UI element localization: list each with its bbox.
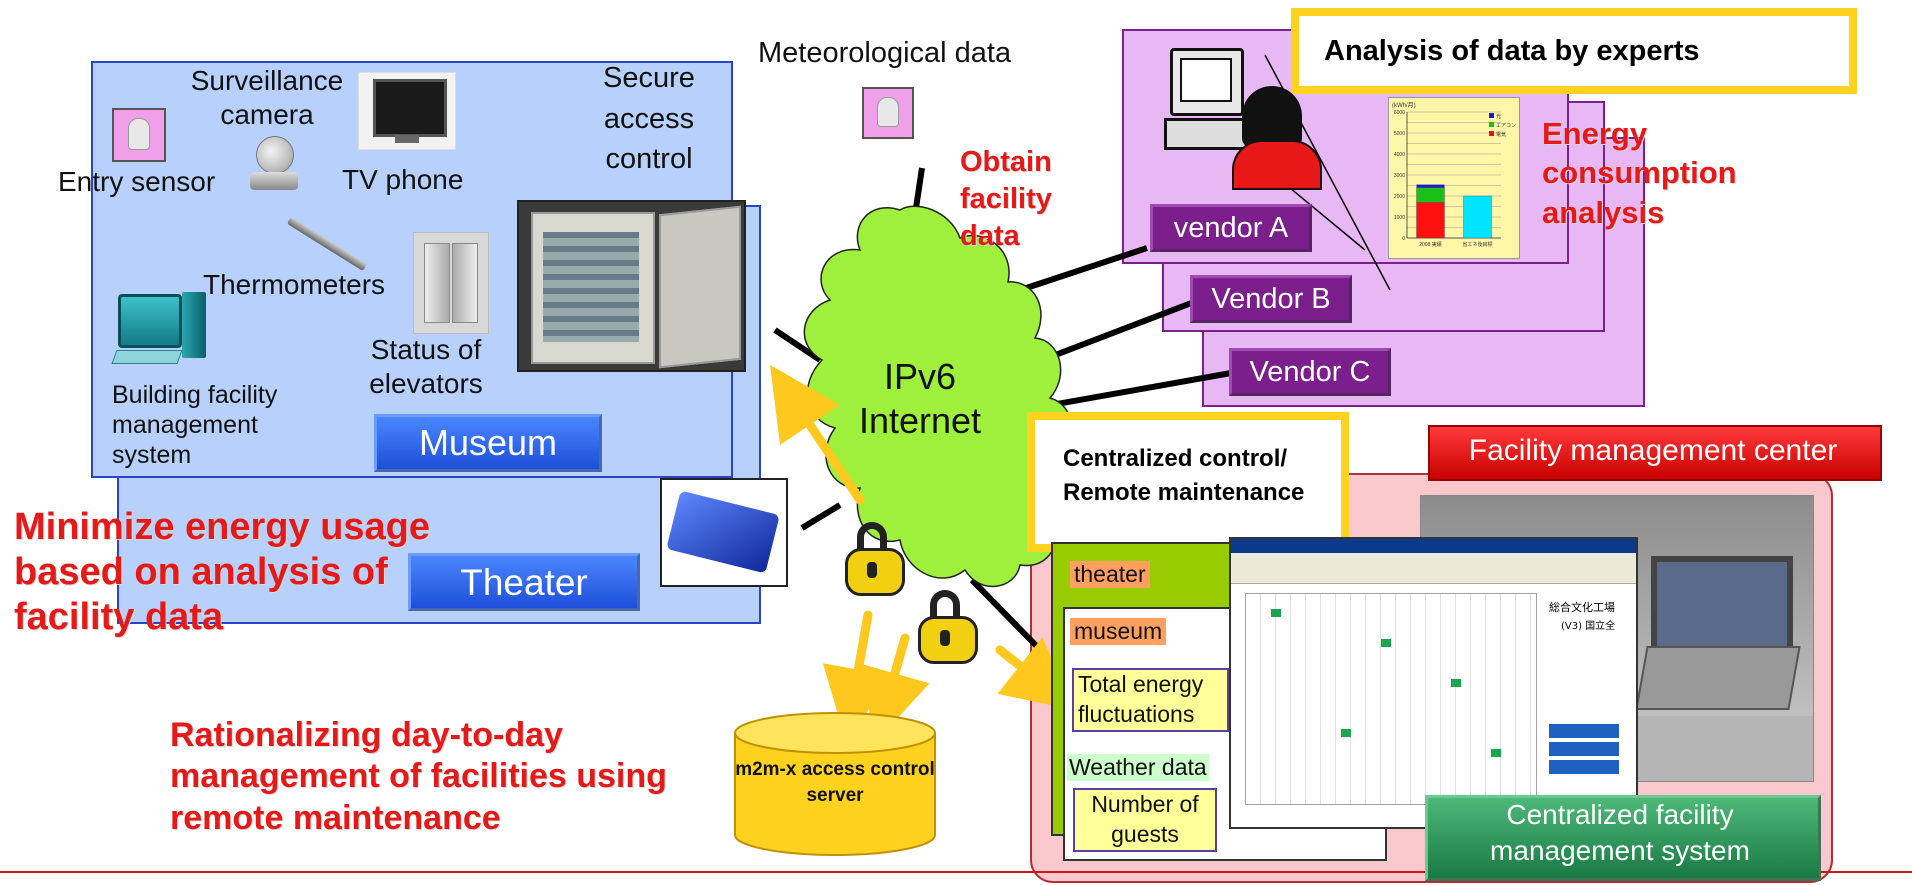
- total-energy-tag: Total energy fluctuations: [1072, 668, 1229, 732]
- meteorological-data-label: Meteorological data: [758, 37, 1012, 69]
- internet-cloud: [803, 205, 1073, 587]
- router-device-image: [660, 478, 788, 587]
- entry-sensor-label: Entry sensor: [58, 166, 216, 197]
- weather-data-tag: Weather data: [1067, 754, 1209, 781]
- legend-swatch: [1489, 113, 1494, 118]
- y-tick-label: 3000: [1394, 173, 1405, 179]
- energy-bar-chart: (kWh/月) 0 1000 2000 3000 4000 5000 6000 2008 実績 省…: [1392, 102, 1516, 248]
- facility-management-center-title: Facility management center: [1468, 434, 1838, 467]
- screen-subtitle: (V3) 国立全: [1561, 621, 1616, 632]
- status-of-elevators-label: Status of elevators: [369, 334, 483, 399]
- theater-button[interactable]: Theater: [408, 553, 640, 611]
- vendor-c-button[interactable]: Vendor C: [1229, 348, 1391, 396]
- energy-analysis-caption: Energy consumption analysis: [1542, 116, 1737, 230]
- vendor-a-button[interactable]: vendor A: [1150, 204, 1312, 252]
- access-control-cabinet-image: [517, 200, 746, 372]
- m2m-server-cylinder: [734, 712, 936, 856]
- analyst-computer-icon: [1162, 48, 1322, 190]
- tv-phone-label: TV phone: [342, 164, 464, 195]
- rationalizing-caption: Rationalizing day-to-day management of f…: [170, 716, 667, 837]
- lock-icon: [843, 522, 905, 596]
- y-tick-label: 2000: [1394, 194, 1405, 200]
- elevator-image: [413, 232, 489, 334]
- x-tick-label: 省エネ後目標: [1462, 241, 1492, 248]
- obtain-facility-data-caption: Obtain facility data: [960, 146, 1052, 252]
- bfms-label: Building facility management system: [112, 381, 278, 469]
- entry-sensor-icon: [112, 108, 166, 162]
- surveillance-camera-label: Surveillance camera: [190, 65, 344, 130]
- y-tick-label: 0: [1402, 236, 1405, 242]
- facility-management-center-banner: [1428, 425, 1882, 481]
- y-tick-label: 1000: [1394, 215, 1405, 221]
- meteorological-sensor-icon: [862, 87, 914, 139]
- thermometers-label: Thermometers: [203, 269, 386, 300]
- tv-phone-image: [358, 72, 456, 150]
- cfms-banner: [1425, 795, 1821, 881]
- screen-title: 総合文化工場: [1549, 601, 1615, 614]
- data-flow-arrows: [770, 365, 1077, 743]
- y-tick-label: 4000: [1394, 152, 1405, 158]
- bar: [1416, 187, 1445, 203]
- secure-access-control-label: Secure access control: [603, 62, 695, 176]
- legend-swatch: [1489, 122, 1494, 127]
- lock-icon: [916, 590, 978, 664]
- number-of-guests-tag: Number of guests: [1073, 788, 1217, 852]
- ipv6-internet-label: IPv6 Internet: [858, 356, 982, 441]
- museum-tag: museum: [1070, 618, 1167, 645]
- floor-plan-window[interactable]: 総合文化工場 (V3) 国立全: [1229, 537, 1638, 829]
- m2m-server-label: m2m-x access control server: [735, 759, 935, 806]
- legend-swatch: [1489, 131, 1494, 136]
- legend-label: 光: [1496, 113, 1501, 120]
- museum-button[interactable]: Museum: [374, 414, 602, 472]
- theater-tag: theater: [1070, 561, 1150, 588]
- x-tick-label: 2008 実績: [1419, 241, 1442, 248]
- minimize-energy-caption: Minimize energy usage based on analysis …: [14, 506, 431, 638]
- vendor-b-button[interactable]: Vendor B: [1190, 275, 1352, 323]
- bar: [1416, 202, 1445, 239]
- legend-label: 電気: [1496, 131, 1506, 138]
- centralized-control-box: Centralized control/ Remote maintenance: [1027, 412, 1349, 552]
- analysis-by-experts-box: Analysis of data by experts: [1291, 8, 1857, 94]
- building-management-computer-icon: [110, 290, 214, 374]
- surveillance-camera-icon: [250, 136, 298, 192]
- legend-label: エアコン: [1496, 123, 1516, 129]
- cfms-label: Centralized facility management system: [1490, 799, 1750, 867]
- bar: [1463, 195, 1492, 239]
- bar-top: [1416, 184, 1445, 188]
- chart-title: (kWh/月): [1392, 102, 1416, 109]
- y-tick-label: 5000: [1394, 131, 1405, 137]
- energy-chart-panel: (kWh/月) 0 1000 2000 3000 4000 5000 6000 2008 実績 省…: [1388, 97, 1520, 259]
- y-tick-label: 6000: [1394, 110, 1405, 116]
